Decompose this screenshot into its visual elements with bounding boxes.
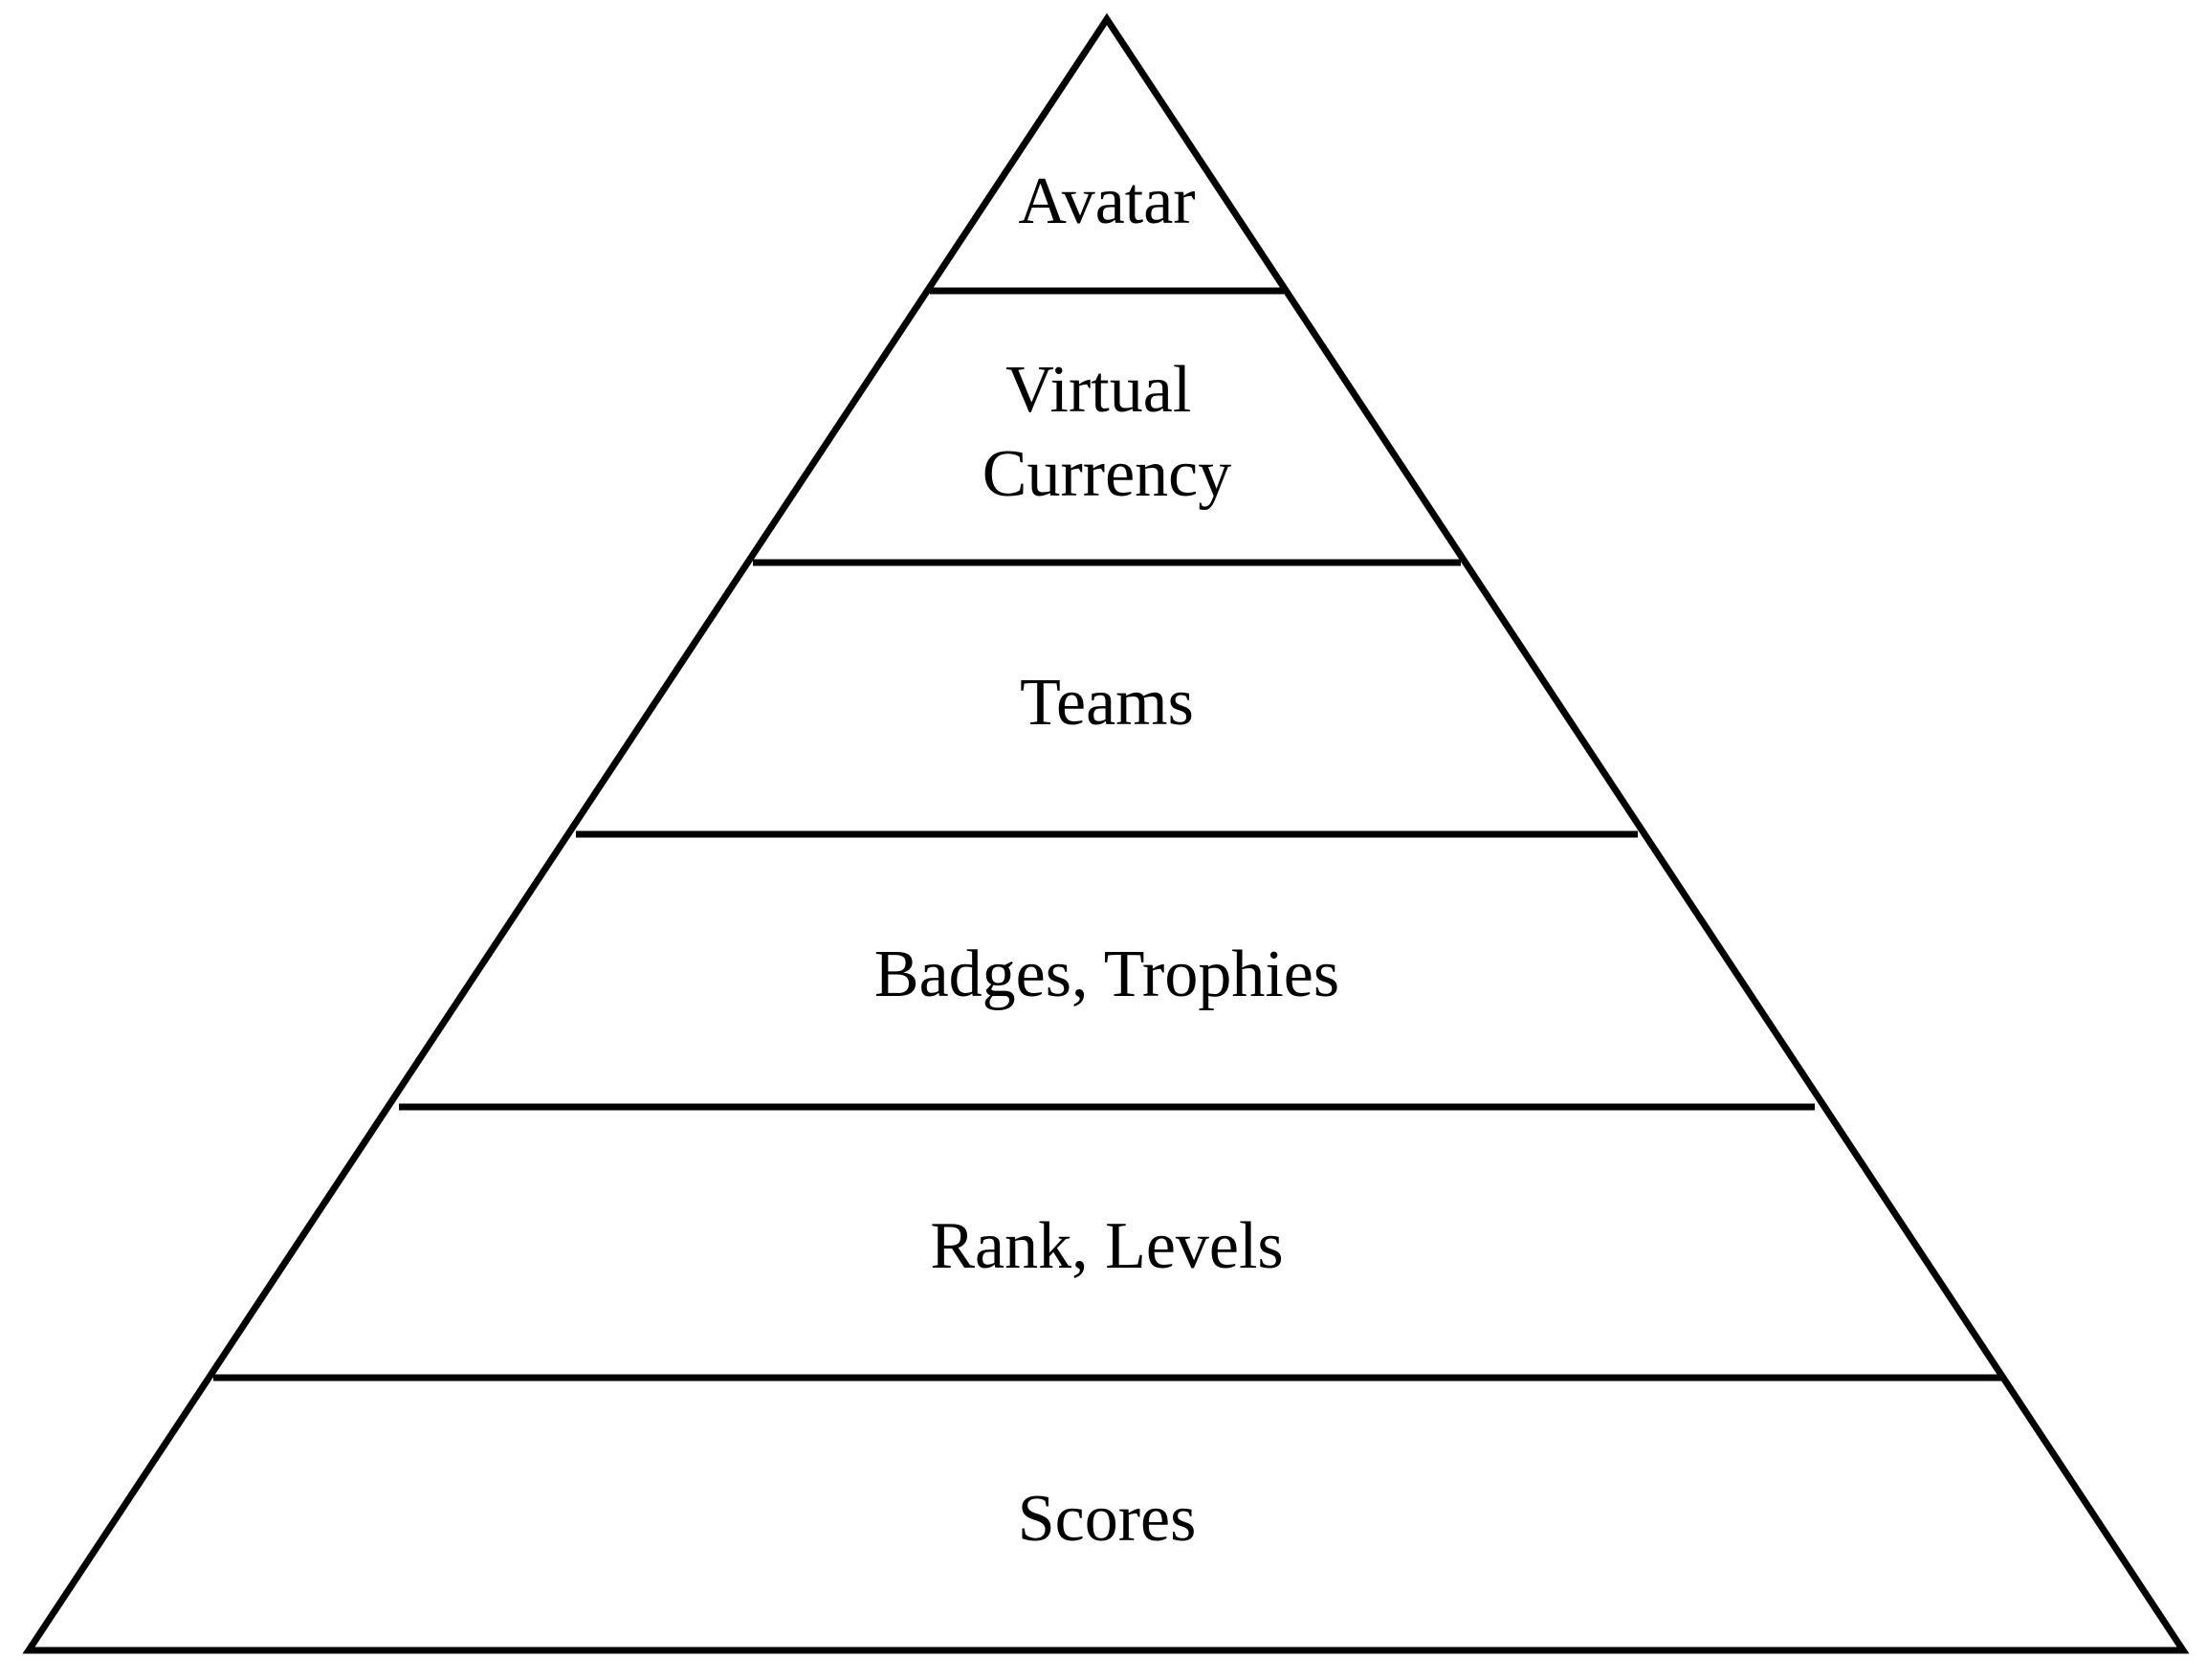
layer-label-avatar: Avatar [1018, 165, 1195, 238]
layer-label-teams: Teams [1020, 666, 1194, 740]
layer-label-rank-levels: Rank, Levels [930, 1209, 1283, 1283]
layer-label-virtual-currency: Virtual Currency [982, 353, 1231, 511]
layer-label-badges-trophies: Badges, Trophies [874, 938, 1339, 1011]
layer-label-scores: Scores [1018, 1482, 1197, 1556]
